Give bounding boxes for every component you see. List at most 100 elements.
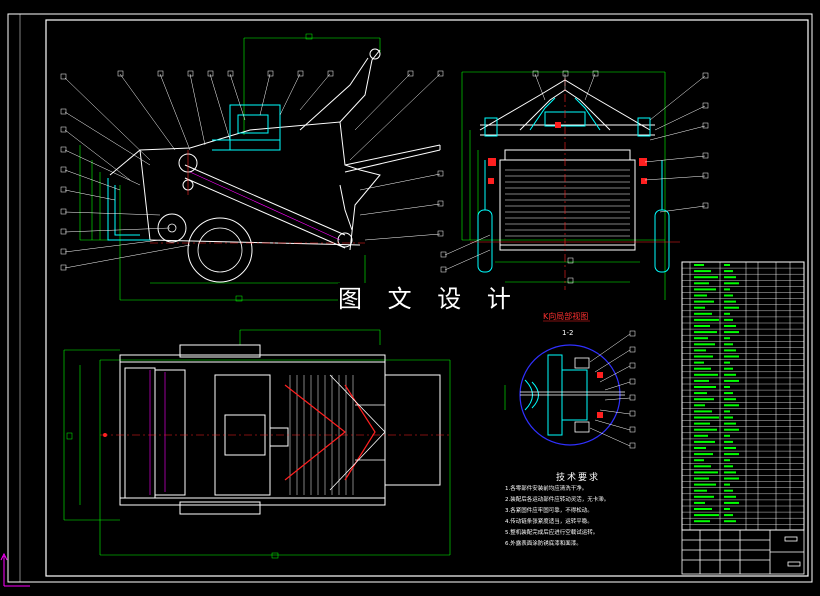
parts-row-entry xyxy=(694,514,719,517)
parts-row-entry xyxy=(694,325,710,327)
parts-row-entry xyxy=(724,434,730,437)
dim-text-box xyxy=(271,552,279,559)
plan-hidden xyxy=(149,370,166,495)
requirement-note: 6.外露表面涂防锈底漆和面漆。 xyxy=(505,541,582,547)
side-view xyxy=(60,33,444,302)
parts-row-entry xyxy=(694,422,710,425)
requirement-note: 4.传动链条张紧度适当，运转平稳。 xyxy=(505,519,593,525)
parts-row-entry xyxy=(724,465,733,468)
parts-row-entry xyxy=(724,520,736,523)
front-leaders xyxy=(444,73,706,271)
parts-row-entry xyxy=(694,489,707,492)
parts-row-entry xyxy=(724,331,739,334)
parts-row-entry xyxy=(694,361,704,364)
plan-view xyxy=(63,329,451,559)
detail-k-view xyxy=(504,320,636,449)
parts-row-entry xyxy=(694,312,712,315)
parts-row-entry xyxy=(724,416,733,419)
parts-row-entry xyxy=(694,349,706,352)
requirement-note: 3.各紧固件应牢固可靠，不得松动。 xyxy=(505,508,593,514)
parts-list-rows xyxy=(682,264,804,525)
parts-row-entry xyxy=(694,306,705,309)
parts-row-entry xyxy=(694,288,716,291)
side-conveyor xyxy=(184,164,346,249)
front-frame xyxy=(479,79,655,251)
plan-view-dimensions xyxy=(63,329,451,556)
parts-row-entry xyxy=(724,477,739,480)
hitch-pin xyxy=(369,48,381,60)
parts-row-entry xyxy=(724,373,736,376)
parts-row-entry xyxy=(724,361,730,364)
title-block xyxy=(681,529,805,575)
parts-row-entry xyxy=(694,483,716,486)
parts-row-entry xyxy=(694,392,707,395)
requirement-note: 2.装配后各运动部件应转动灵活，无卡滞。 xyxy=(505,497,610,503)
parts-row-entry xyxy=(724,386,730,388)
detail-leaders xyxy=(589,333,631,447)
parts-row-entry xyxy=(724,404,739,407)
parts-row-entry xyxy=(724,392,733,395)
technical-requirements-title: 技术要求 xyxy=(556,473,601,483)
technical-requirements-list: 1.各零部件安装前均应清洗干净。 2.装配后各运动部件应转动灵活，无卡滞。 3.… xyxy=(505,484,609,550)
parts-row-entry xyxy=(694,453,713,456)
parts-row-entry xyxy=(694,270,711,273)
parts-row-entry xyxy=(724,337,730,340)
side-view-dimensions xyxy=(79,37,381,301)
dim-text-box xyxy=(66,432,73,440)
side-leaders xyxy=(64,73,441,269)
parts-list xyxy=(681,261,805,531)
parts-row-entry xyxy=(724,367,733,370)
detail-balloons xyxy=(629,330,636,449)
digging-drum xyxy=(187,217,253,283)
parts-row-entry xyxy=(724,264,730,266)
parts-row-entry xyxy=(724,447,736,449)
tail-roller xyxy=(337,232,353,248)
parts-row-entry xyxy=(724,379,739,382)
parts-row-entry xyxy=(694,282,709,285)
parts-row-entry xyxy=(694,471,718,474)
parts-row-entry xyxy=(694,416,719,419)
parts-row-entry xyxy=(724,306,739,309)
parts-row-entry xyxy=(694,264,704,266)
parts-row-entry xyxy=(694,495,714,498)
parts-row-entry xyxy=(724,325,736,327)
plan-center-mark xyxy=(103,433,107,437)
parts-row-entry xyxy=(694,520,710,523)
parts-row-entry xyxy=(694,331,717,334)
digging-drum-hub xyxy=(197,227,243,273)
parts-row-entry xyxy=(724,428,739,431)
requirement-note: 5.整机装配完成后应进行空载试运转。 xyxy=(505,530,599,536)
parts-row-entry xyxy=(724,422,736,425)
parts-row-entry xyxy=(694,447,706,449)
parts-row-entry xyxy=(694,465,711,468)
parts-row-entry xyxy=(694,508,712,510)
parts-row-entry xyxy=(724,276,736,279)
detail-fasteners xyxy=(520,357,625,433)
front-grating xyxy=(505,169,630,237)
parts-row-entry xyxy=(724,483,730,486)
parts-row-entry xyxy=(724,501,739,504)
parts-row-entry xyxy=(724,282,739,285)
detail-bearings xyxy=(597,372,603,418)
plan-frame xyxy=(119,344,441,515)
parts-row-entry xyxy=(694,300,714,303)
parts-row-entry xyxy=(724,495,736,498)
parts-row-entry xyxy=(694,501,705,504)
parts-row-entry xyxy=(724,514,733,517)
parts-row-entry xyxy=(694,367,711,370)
parts-row-entry xyxy=(724,288,730,291)
parts-row-entry xyxy=(724,471,736,474)
parts-row-entry xyxy=(724,312,730,315)
side-frame xyxy=(109,49,441,251)
parts-row-entry xyxy=(694,379,709,382)
parts-row-entry xyxy=(694,459,704,462)
front-balloons xyxy=(440,70,709,284)
parts-row-entry xyxy=(724,459,730,462)
parts-list-columns xyxy=(689,262,791,530)
parts-row-entry xyxy=(694,428,717,431)
parts-row-entry xyxy=(724,355,739,358)
parts-row-entry xyxy=(694,386,716,388)
parts-row-entry xyxy=(694,276,718,279)
parts-row-entry xyxy=(724,489,733,492)
requirement-note: 1.各零部件安装前均应清洗干净。 xyxy=(505,486,588,492)
